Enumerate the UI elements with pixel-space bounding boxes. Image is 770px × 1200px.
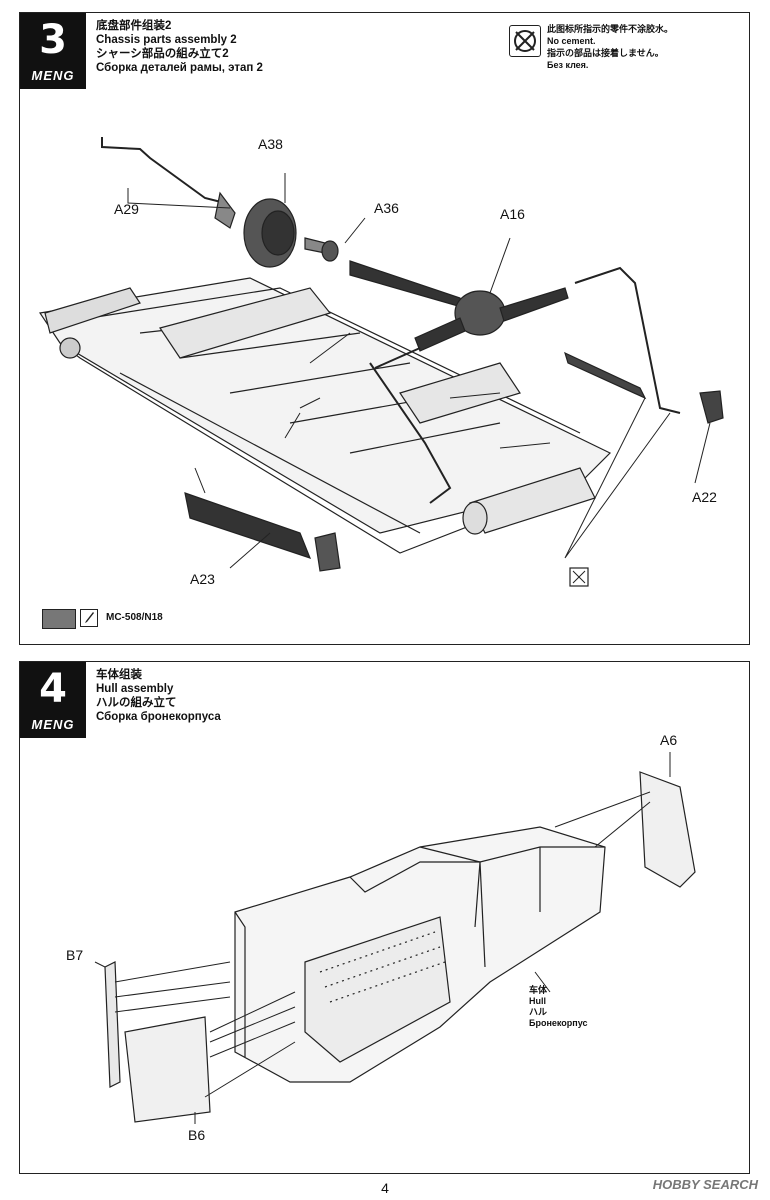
part-label-a6: A6 <box>660 732 678 748</box>
step-3-badge: 3 MENG <box>20 13 86 89</box>
step-3-titles: 底盘部件组装2 Chassis parts assembly 2 シャーシ部品の… <box>96 19 263 75</box>
hull-label-ru: Бронекорпус <box>529 1018 588 1028</box>
part-label-b7: B7 <box>66 947 84 963</box>
title-ja: シャーシ部品の組み立て2 <box>96 48 229 60</box>
part-label-a22: A22 <box>692 489 717 505</box>
page-number: 4 <box>381 1180 389 1196</box>
paint-swatch <box>42 609 76 629</box>
step-number: 3 <box>39 17 67 63</box>
step-3-panel: 3 MENG 底盘部件组装2 Chassis parts assembly 2 … <box>19 12 750 645</box>
part-label-a29: A29 <box>114 201 139 217</box>
no-cement-note: 此图标所指示的零件不涂胶水。 No cement. 指示の部品は接着しません。 … <box>509 19 739 79</box>
no-cement-icon <box>509 25 541 57</box>
title-en: Hull assembly <box>96 683 174 695</box>
brand-logo: MENG <box>31 68 75 83</box>
title-ru: Сборка бронекорпуса <box>96 711 221 723</box>
step-4-panel: 4 MENG 车体组装 Hull assembly ハルの組み立て Сборка… <box>19 661 750 1174</box>
no-cement-ru: Без клея. <box>547 60 589 70</box>
title-zh: 车体组装 <box>96 669 142 681</box>
title-zh: 底盘部件组装2 <box>96 20 172 32</box>
part-label-a16: A16 <box>500 206 525 222</box>
hull-label-en: Hull <box>529 996 546 1006</box>
hull-label: 车体 Hull ハル Бронекорпус <box>529 985 588 1029</box>
brush-icon <box>80 609 98 627</box>
title-ru: Сборка деталей рамы, этап 2 <box>96 62 263 74</box>
step-4-titles: 车体组装 Hull assembly ハルの組み立て Сборка бронек… <box>96 668 221 724</box>
chassis-drawing <box>38 137 724 587</box>
part-label-a38: A38 <box>258 136 283 152</box>
no-cement-zh: 此图标所指示的零件不涂胶水。 <box>547 24 674 34</box>
watermark: HOBBY SEARCH <box>652 1177 758 1192</box>
paint-code: MC-508/N18 <box>106 612 163 623</box>
hull-drawing <box>94 752 696 1124</box>
no-cement-en: No cement. <box>547 36 596 46</box>
step-4-badge: 4 MENG <box>20 662 86 738</box>
part-label-b6: B6 <box>188 1127 206 1143</box>
no-cement-small-icon <box>569 567 589 587</box>
title-ja: ハルの組み立て <box>96 697 177 709</box>
title-en: Chassis parts assembly 2 <box>96 34 237 46</box>
hull-label-ja: ハル <box>529 1007 548 1017</box>
part-label-a36: A36 <box>374 200 399 216</box>
no-cement-text: 此图标所指示的零件不涂胶水。 No cement. 指示の部品は接着しません。 … <box>547 23 673 71</box>
brand-logo: MENG <box>31 717 75 732</box>
hull-label-zh: 车体 <box>529 985 548 995</box>
no-cement-ja: 指示の部品は接着しません。 <box>547 48 664 58</box>
part-label-a23: A23 <box>190 571 215 587</box>
step-number: 4 <box>39 666 67 712</box>
